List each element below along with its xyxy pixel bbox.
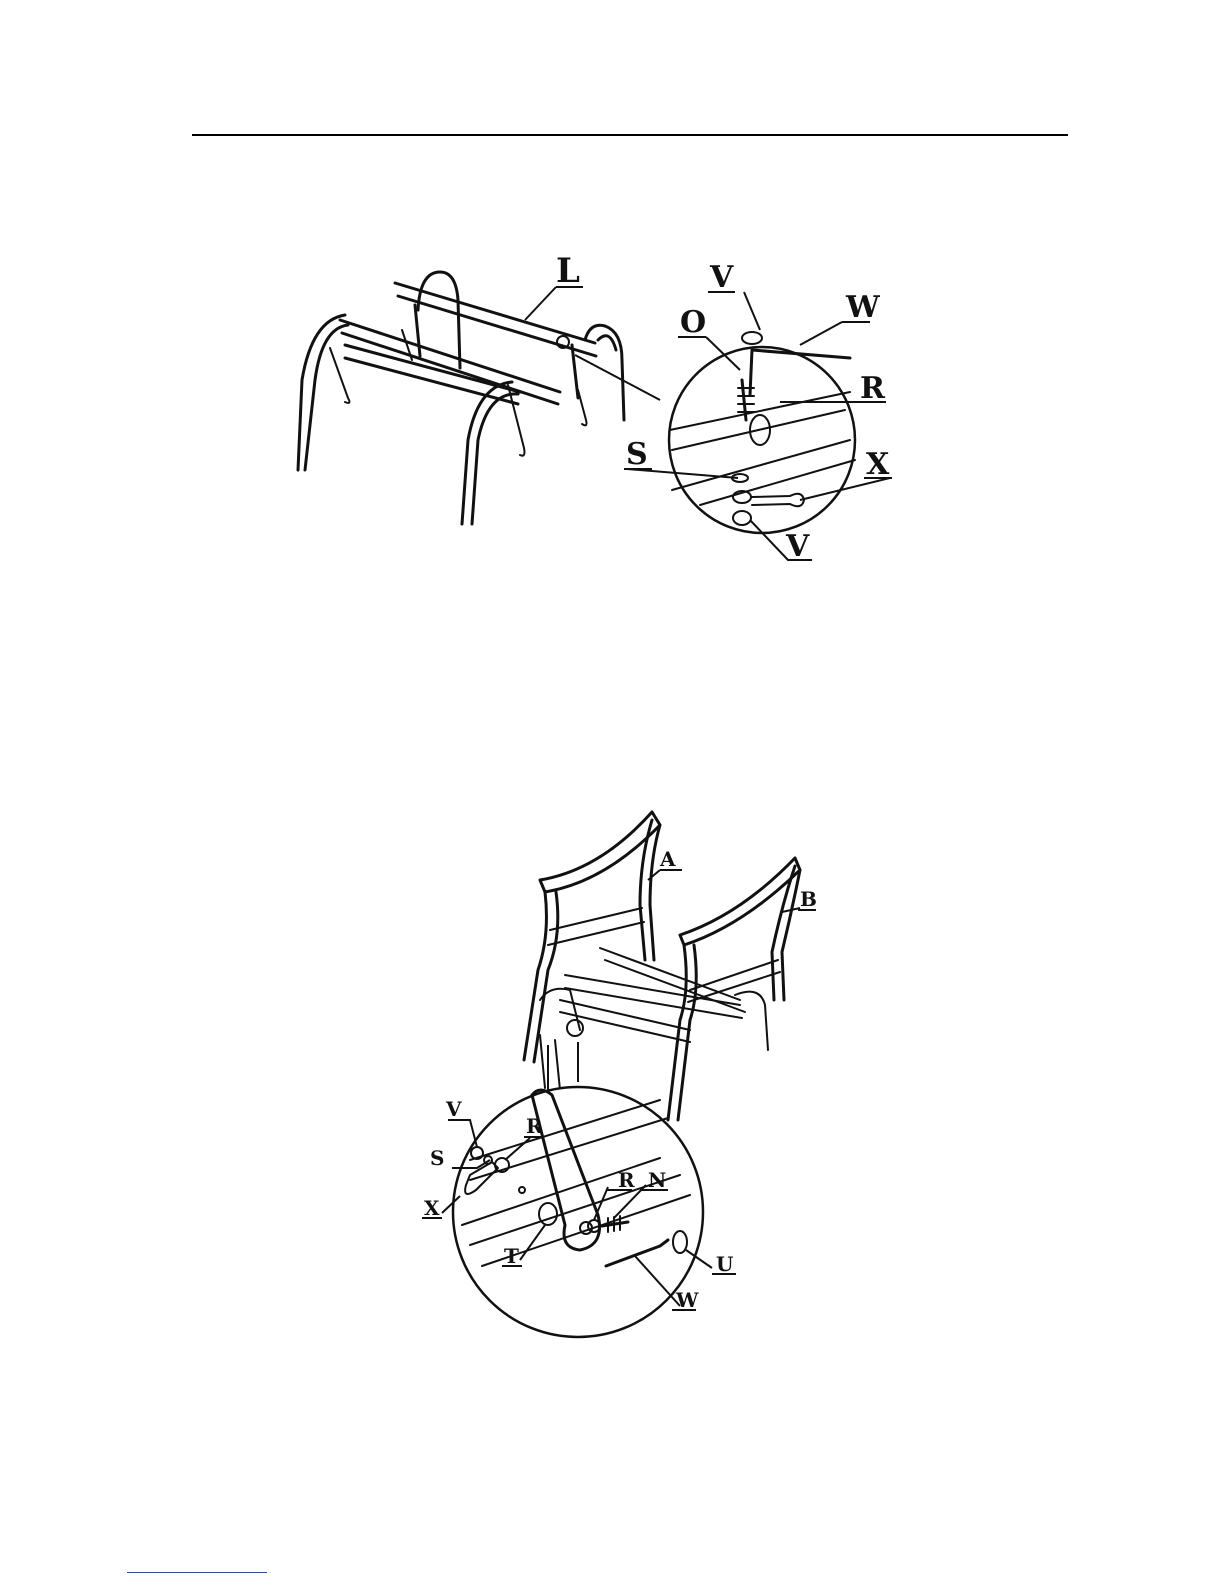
label-part-U: U bbox=[716, 1252, 733, 1276]
label-part-S: S bbox=[430, 1146, 444, 1170]
label-part-R-right: R bbox=[618, 1168, 635, 1192]
label-part-O: O bbox=[680, 305, 706, 340]
label-part-V: V bbox=[445, 1097, 462, 1121]
label-part-V-top: V bbox=[709, 260, 734, 295]
label-part-V-bottom: V bbox=[785, 529, 810, 564]
label-part-N: N bbox=[648, 1168, 666, 1192]
label-part-X: X bbox=[424, 1196, 440, 1220]
figure-2-chair-assembly bbox=[442, 812, 800, 1337]
label-part-X: X bbox=[866, 447, 890, 482]
label-part-R-left: R bbox=[526, 1114, 543, 1138]
label-part-W: W bbox=[845, 290, 881, 325]
footer-link-underline bbox=[127, 1572, 267, 1573]
label-part-B: B bbox=[800, 887, 817, 911]
label-part-T: T bbox=[504, 1244, 519, 1268]
label-part-W: W bbox=[675, 1288, 699, 1312]
label-part-S: S bbox=[626, 437, 648, 472]
label-part-A: A bbox=[659, 847, 676, 871]
label-part-R: R bbox=[860, 371, 886, 406]
figure-1-base-frame bbox=[298, 272, 890, 560]
label-part-L: L bbox=[556, 251, 580, 291]
